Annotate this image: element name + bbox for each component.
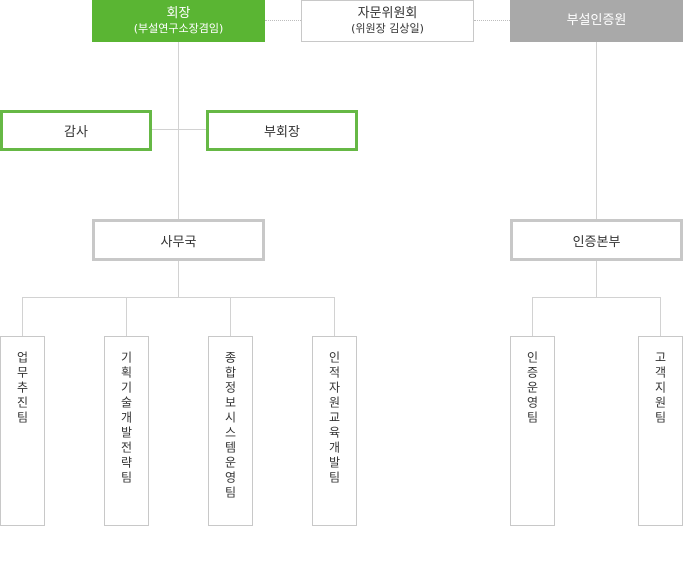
cert-drop-1: [532, 297, 533, 337]
secretariat-box: 사무국: [92, 219, 265, 261]
team-label: 인적자원교육개발팀: [327, 351, 341, 486]
team-bus-line: [22, 297, 335, 298]
cert-team-label: 인증운영팀: [525, 351, 539, 426]
chairman-box: 회장 (부설연구소장겸임): [92, 0, 265, 42]
vice-chairman-label: 부회장: [264, 125, 300, 140]
dotted-connector-right: [474, 20, 510, 21]
cert-team-box: 고객지원팀: [638, 336, 683, 526]
audit-box: 감사: [0, 110, 152, 151]
cert-team-box: 인증운영팀: [510, 336, 555, 526]
trunk-line-secretariat: [178, 260, 179, 298]
institute-title: 부설인증원: [566, 13, 627, 28]
chairman-title: 회장: [166, 6, 191, 21]
team-drop-2: [126, 297, 127, 337]
team-label: 기획기술개발전략팀: [119, 351, 133, 486]
team-drop-1: [22, 297, 23, 337]
team-box: 업무추진팀: [0, 336, 45, 526]
advisory-subtitle: (위원장 김상일): [351, 22, 424, 35]
team-label: 업무추진팀: [15, 351, 29, 426]
cert-team-label: 고객지원팀: [653, 351, 667, 426]
institute-box: 부설인증원: [510, 0, 683, 42]
branch-line-audit-vice: [151, 129, 207, 130]
cert-drop-2: [660, 297, 661, 337]
dotted-connector-left: [265, 20, 301, 21]
team-box: 인적자원교육개발팀: [312, 336, 357, 526]
secretariat-label: 사무국: [160, 234, 197, 250]
team-box: 종합정보시스템운영팀: [208, 336, 253, 526]
vice-chairman-box: 부회장: [206, 110, 358, 151]
trunk-line-left: [178, 42, 179, 220]
advisory-box: 자문위원회 (위원장 김상일): [301, 0, 474, 42]
team-label: 종합정보시스템운영팀: [223, 351, 237, 501]
team-drop-3: [230, 297, 231, 337]
team-drop-4: [334, 297, 335, 337]
cert-bus-line: [532, 297, 661, 298]
trunk-line-right: [596, 42, 597, 220]
advisory-title: 자문위원회: [357, 6, 418, 21]
trunk-line-cert: [596, 260, 597, 298]
chairman-subtitle: (부설연구소장겸임): [133, 22, 224, 35]
cert-hq-label: 인증본부: [572, 234, 621, 250]
cert-hq-box: 인증본부: [510, 219, 683, 261]
audit-label: 감사: [64, 125, 88, 140]
team-box: 기획기술개발전략팀: [104, 336, 149, 526]
